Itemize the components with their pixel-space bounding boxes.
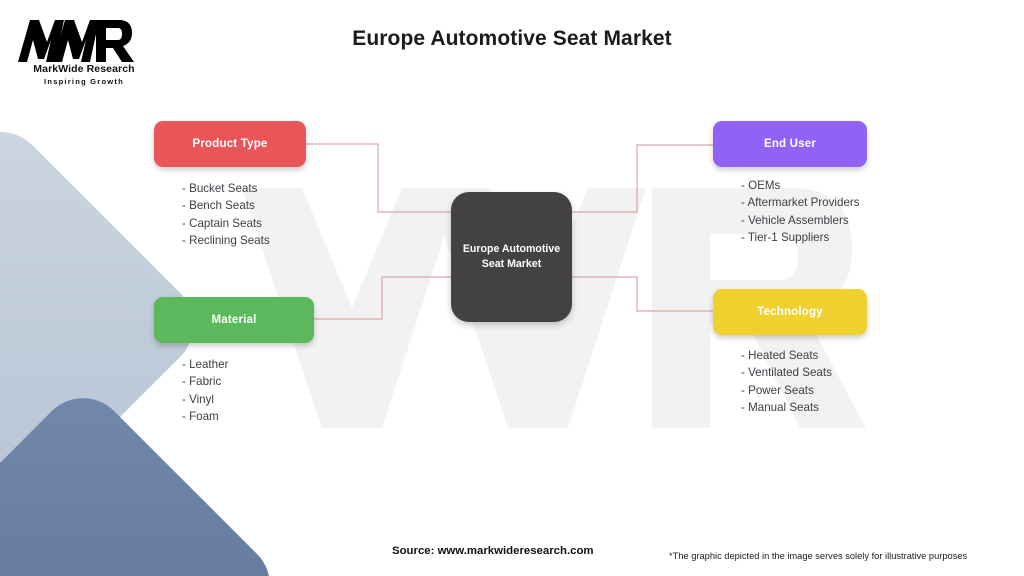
logo-company-name: MarkWide Research bbox=[33, 63, 135, 75]
disclaimer-text: *The graphic depicted in the image serve… bbox=[669, 551, 968, 561]
category-header-technology[interactable]: Technology bbox=[713, 289, 867, 335]
connector-end-user bbox=[572, 144, 713, 213]
list-item: - Vehicle Assemblers bbox=[741, 213, 849, 227]
logo-mark-icon bbox=[18, 20, 134, 62]
logo-tagline: Inspiring Growth bbox=[44, 77, 124, 86]
category-header-end-user[interactable]: End User bbox=[713, 121, 867, 167]
list-item: - Foam bbox=[182, 410, 219, 424]
category-items-technology: - Heated Seats - Ventilated Seats - Powe… bbox=[713, 347, 867, 417]
category-items-product-type: - Bucket Seats - Bench Seats - Captain S… bbox=[154, 180, 306, 250]
list-item: - Vinyl bbox=[182, 392, 215, 406]
category-label-end-user: End User bbox=[763, 138, 817, 150]
list-item: - Tier-1 Suppliers bbox=[741, 231, 830, 245]
list-item: - Fabric bbox=[182, 375, 222, 389]
brand-logo: MarkWide Research Inspiring Growth bbox=[14, 18, 254, 88]
category-label-product-type: Product Type bbox=[192, 138, 268, 150]
connector-material bbox=[314, 276, 451, 320]
connector-product-type bbox=[306, 143, 451, 213]
list-item: - Power Seats bbox=[741, 383, 814, 397]
center-node-label: Europe Automotive Seat Market bbox=[462, 242, 561, 270]
list-item: - Heated Seats bbox=[741, 349, 819, 362]
category-header-product-type[interactable]: Product Type bbox=[154, 121, 306, 167]
list-item: - Aftermarket Providers bbox=[741, 196, 860, 210]
category-items-material: - Leather - Fabric - Vinyl - Foam bbox=[154, 356, 314, 426]
category-end-user: End User - OEMs - Aftermarket Providers … bbox=[713, 121, 867, 263]
category-technology: Technology - Heated Seats - Ventilated S… bbox=[713, 289, 867, 433]
category-label-technology: Technology bbox=[757, 306, 823, 318]
connector-technology bbox=[572, 276, 713, 312]
category-items-end-user: - OEMs - Aftermarket Providers - Vehicle… bbox=[713, 177, 867, 247]
list-item: - Bucket Seats bbox=[182, 182, 258, 195]
list-item: - OEMs bbox=[741, 179, 781, 192]
list-item: - Captain Seats bbox=[182, 216, 262, 230]
category-header-material[interactable]: Material bbox=[154, 297, 314, 343]
category-product-type: Product Type - Bucket Seats - Bench Seat… bbox=[154, 121, 306, 266]
list-item: - Reclining Seats bbox=[182, 234, 270, 248]
center-node: Europe Automotive Seat Market bbox=[451, 192, 572, 322]
list-item: - Ventilated Seats bbox=[741, 366, 832, 380]
page-title: Europe Automotive Seat Market bbox=[352, 27, 672, 50]
list-item: - Leather bbox=[182, 358, 229, 371]
category-material: Material - Leather - Fabric - Vinyl - Fo… bbox=[154, 297, 314, 442]
category-label-material: Material bbox=[211, 314, 257, 326]
source-text: Source: www.markwideresearch.com bbox=[392, 545, 594, 557]
list-item: - Manual Seats bbox=[741, 401, 819, 415]
list-item: - Bench Seats bbox=[182, 199, 255, 213]
